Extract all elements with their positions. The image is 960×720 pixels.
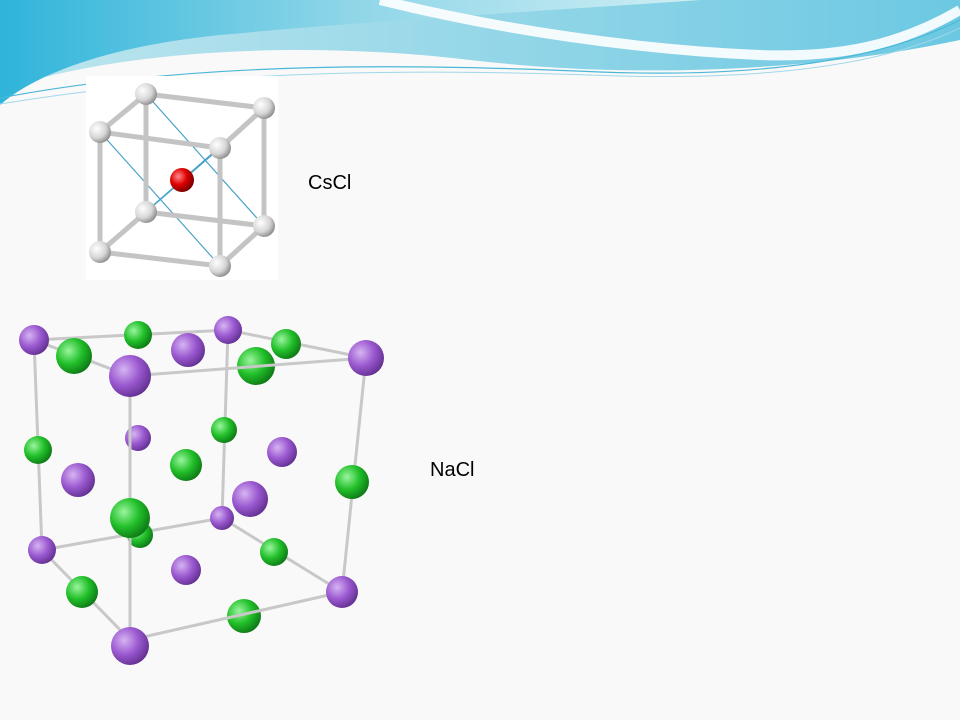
wave-band-front bbox=[0, 0, 700, 105]
cscl-corner-atom bbox=[135, 201, 157, 223]
nacl-na-atom bbox=[124, 321, 152, 349]
nacl-cl-atom bbox=[109, 355, 151, 397]
cscl-corner-atom bbox=[253, 215, 275, 237]
nacl-cl-atom bbox=[171, 555, 201, 585]
nacl-na-atom bbox=[211, 417, 237, 443]
nacl-na-atom bbox=[227, 599, 261, 633]
nacl-cl-atom bbox=[19, 325, 49, 355]
header-wave-decoration bbox=[0, 0, 960, 105]
nacl-cl-atom bbox=[210, 506, 234, 530]
nacl-na-atom bbox=[335, 465, 369, 499]
cscl-corner-atom bbox=[89, 241, 111, 263]
wave-thin-line-1 bbox=[0, 19, 960, 99]
cscl-corner-atom bbox=[209, 255, 231, 277]
nacl-cl-atom bbox=[28, 536, 56, 564]
nacl-cl-atom bbox=[232, 481, 268, 517]
cscl-corner-atom bbox=[253, 97, 275, 119]
nacl-na-atom bbox=[271, 329, 301, 359]
nacl-label: NaCl bbox=[430, 459, 475, 481]
cscl-center-atom bbox=[170, 168, 194, 192]
nacl-na-atom bbox=[260, 538, 288, 566]
cscl-unit-cell-diagram bbox=[86, 76, 278, 280]
cscl-label: CsCl bbox=[308, 172, 352, 194]
nacl-cl-atom bbox=[326, 576, 358, 608]
nacl-cl-atom bbox=[267, 437, 297, 467]
nacl-cl-atom bbox=[61, 463, 95, 497]
cscl-corner-atom bbox=[209, 137, 231, 159]
nacl-cl-atom bbox=[171, 333, 205, 367]
nacl-cl-atom bbox=[111, 627, 149, 665]
cscl-corner-atom bbox=[135, 83, 157, 105]
nacl-na-atom bbox=[110, 498, 150, 538]
nacl-na-atom bbox=[170, 449, 202, 481]
nacl-cl-atom bbox=[214, 316, 242, 344]
wave-highlight bbox=[378, 0, 960, 61]
cscl-corner-atom bbox=[89, 121, 111, 143]
nacl-unit-cell-diagram bbox=[19, 316, 384, 665]
nacl-cl-atom bbox=[348, 340, 384, 376]
nacl-na-atom bbox=[66, 576, 98, 608]
nacl-na-atom bbox=[56, 338, 92, 374]
nacl-na-atom bbox=[24, 436, 52, 464]
